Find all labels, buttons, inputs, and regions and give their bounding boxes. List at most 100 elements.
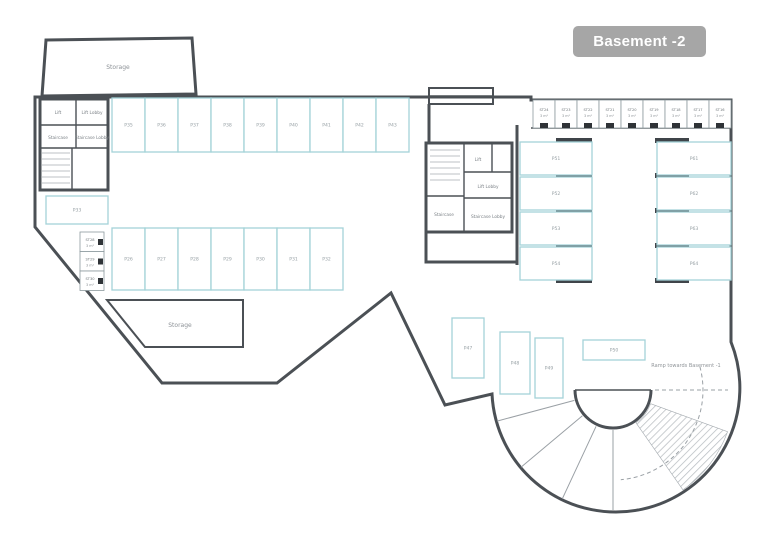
left-core-wall	[38, 97, 110, 192]
parking-spot	[519, 246, 593, 281]
storage-room-bottom-wall	[104, 299, 244, 348]
storage-unit	[79, 270, 105, 291]
storage-unit-door	[606, 123, 614, 128]
storage-unit-door	[650, 123, 658, 128]
parking-spot-label: P29	[223, 257, 232, 263]
parking-spot-label: P64	[690, 261, 699, 267]
storage-unit-label: ST19	[649, 108, 659, 112]
parking-spot-label: P26	[124, 257, 133, 263]
center-lift-lobby-label: Lift Lobby	[477, 184, 498, 190]
parking-spot	[276, 97, 311, 153]
parking-spot-label: P52	[552, 191, 561, 197]
storage-unit-area: 3 m²	[716, 114, 725, 118]
storage-unit-door	[98, 278, 103, 284]
parking-spot-label: P61	[690, 156, 699, 162]
parking-spot-label: P28	[190, 257, 199, 263]
parking-spot	[519, 211, 593, 246]
storage-unit-door	[584, 123, 592, 128]
parking-spot-label: P47	[464, 346, 473, 352]
storage-unit-label: ST18	[671, 108, 681, 112]
parking-spot	[309, 97, 344, 153]
parking-spot-label: P43	[388, 123, 397, 129]
ramp-lane-lines	[496, 399, 614, 510]
parking-spot	[210, 227, 245, 291]
parking-spot-label: P48	[511, 361, 520, 367]
parking-spot	[144, 227, 179, 291]
parking-spot-label: P35	[124, 123, 133, 129]
parking-spot-label: P36	[157, 123, 166, 129]
center-staircase-lobby-label: Staircase Lobby	[471, 214, 506, 220]
parking-spot-label: P41	[322, 123, 331, 129]
storage-unit-label: ST23	[561, 108, 570, 112]
parking-spot-label: P42	[355, 123, 364, 129]
parking-spot	[656, 141, 732, 176]
center-staircase-treads	[430, 149, 460, 181]
parking-spot	[656, 176, 732, 211]
parking-spot	[45, 195, 109, 225]
outer-wall	[33, 95, 742, 514]
storage-unit-area: 3 m²	[606, 114, 615, 118]
storage-room-top-wall	[40, 36, 198, 98]
storage-unit-label: ST29	[85, 258, 95, 262]
parking-spot-label: P39	[256, 123, 265, 129]
parking-spot	[177, 227, 212, 291]
parking-spot	[111, 227, 146, 291]
parking-spot-label: P49	[545, 366, 554, 372]
storage-unit-door	[628, 123, 636, 128]
storage-unit-door	[694, 123, 702, 128]
left-staircase-label: Staircase	[48, 135, 68, 141]
ramp-dashed-guide	[620, 366, 704, 481]
parking-spot-label: P53	[552, 226, 561, 232]
parking-spot-label: P27	[157, 257, 166, 263]
storage-unit-label: ST30	[85, 277, 95, 281]
storage-unit-area: 3 m²	[86, 283, 95, 287]
storage-bottom-label: Storage	[168, 322, 192, 329]
storage-unit-area: 3 m²	[628, 114, 637, 118]
parking-spot	[656, 211, 732, 246]
storage-unit-door	[98, 239, 103, 245]
storage-unit-label: ST17	[693, 108, 702, 112]
storage-unit-door	[98, 258, 103, 265]
parking-spot-label: P31	[289, 257, 298, 263]
parking-spot-label: P62	[690, 191, 699, 197]
storage-unit-label: ST24	[539, 108, 549, 112]
left-staircase-treads	[42, 152, 70, 184]
storage-unit-label: ST28	[85, 238, 95, 242]
storage-unit-label: ST21	[605, 108, 614, 112]
parking-spot-label: P32	[322, 257, 331, 263]
storage-top-label: Storage	[106, 64, 130, 71]
storage-unit-area: 3 m²	[650, 114, 659, 118]
left-core-dividers	[40, 99, 108, 190]
storage-unit-label: ST16	[715, 108, 725, 112]
storage-unit-area: 3 m²	[540, 114, 549, 118]
storage-unit-area: 3 m²	[672, 114, 681, 118]
storage-unit-label: ST20	[627, 108, 637, 112]
parking-spot	[243, 97, 278, 153]
parking-spot	[519, 141, 593, 176]
ramp-hatch-wedge	[635, 403, 728, 491]
parking-spot	[499, 331, 531, 395]
center-staircase-label: Staircase	[434, 212, 454, 218]
parking-spot-label: P38	[223, 123, 232, 129]
parking-spot-label: P51	[552, 156, 561, 162]
parking-spot	[451, 317, 485, 379]
parking-spot-label: P63	[690, 226, 699, 232]
parking-spot-label: P37	[190, 123, 199, 129]
center-core-wall	[424, 141, 514, 234]
center-core-dividers	[426, 143, 512, 232]
left-staircase-lobby-label: Staircase Lobby	[75, 135, 110, 141]
parking-spot	[309, 227, 344, 291]
left-lift-label: Lift	[55, 110, 62, 116]
parking-spot-label: P33	[73, 208, 82, 214]
ramp-area	[496, 366, 728, 510]
storage-unit-door	[672, 123, 680, 128]
parking-spot	[534, 337, 564, 399]
parking-spot-label: P50	[610, 348, 619, 354]
parking-spot	[144, 97, 179, 153]
left-lift-lobby-label: Lift Lobby	[81, 110, 102, 116]
storage-unit-area: 3 m²	[86, 244, 95, 248]
center-core-lower-wall	[424, 232, 517, 264]
